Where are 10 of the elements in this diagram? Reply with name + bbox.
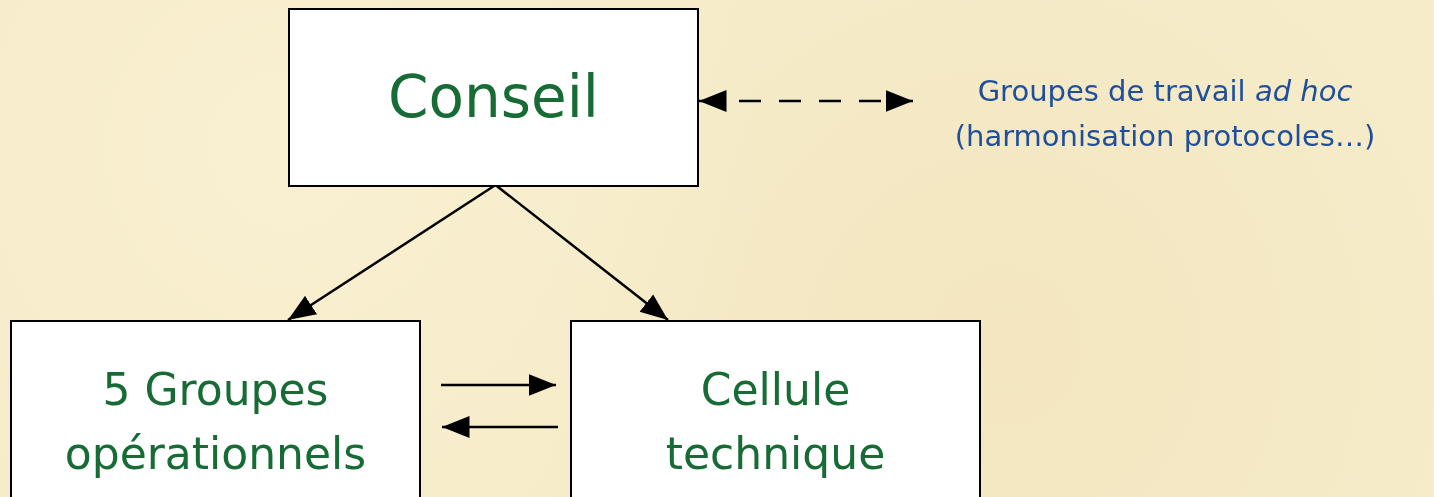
note-text: Groupes de travail ad hoc (harmonisation protocoles…): [953, 73, 1377, 155]
box-label: Conseil: [388, 62, 599, 134]
arrow: [442, 416, 558, 438]
box-label: Cellule technique: [664, 363, 887, 481]
box-label: 5 Groupes opérationnels: [64, 363, 367, 481]
process-box: [288, 8, 699, 187]
arrow: [441, 374, 556, 396]
arrow: [699, 90, 913, 112]
process-box: [10, 320, 421, 497]
process-box: [570, 320, 981, 497]
